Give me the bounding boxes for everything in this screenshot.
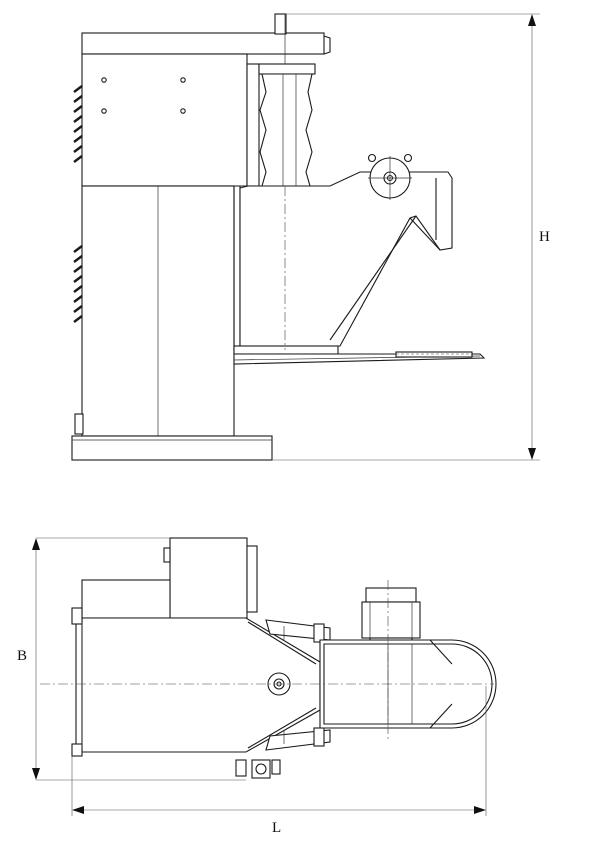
top-fan-housing — [81, 537, 258, 619]
dimension-h: H — [528, 14, 550, 460]
dimension-l: L — [72, 806, 486, 836]
side-auger-coupling — [246, 14, 316, 187]
dimension-b: B — [17, 538, 40, 780]
side-burner-tray — [233, 345, 486, 365]
dimension-l-label: L — [272, 820, 281, 836]
top-rails — [265, 619, 331, 751]
side-motor-housing — [73, 53, 248, 187]
dimension-b-label: B — [17, 648, 27, 664]
side-hopper-chute — [233, 153, 453, 350]
top-view: B L — [17, 537, 497, 836]
dimension-h-label: H — [539, 229, 550, 245]
side-view: H — [71, 13, 550, 461]
side-column-body — [73, 185, 235, 437]
side-top-lid — [81, 13, 331, 55]
side-base-plate — [71, 435, 273, 461]
top-bottom-fitting — [235, 759, 281, 779]
